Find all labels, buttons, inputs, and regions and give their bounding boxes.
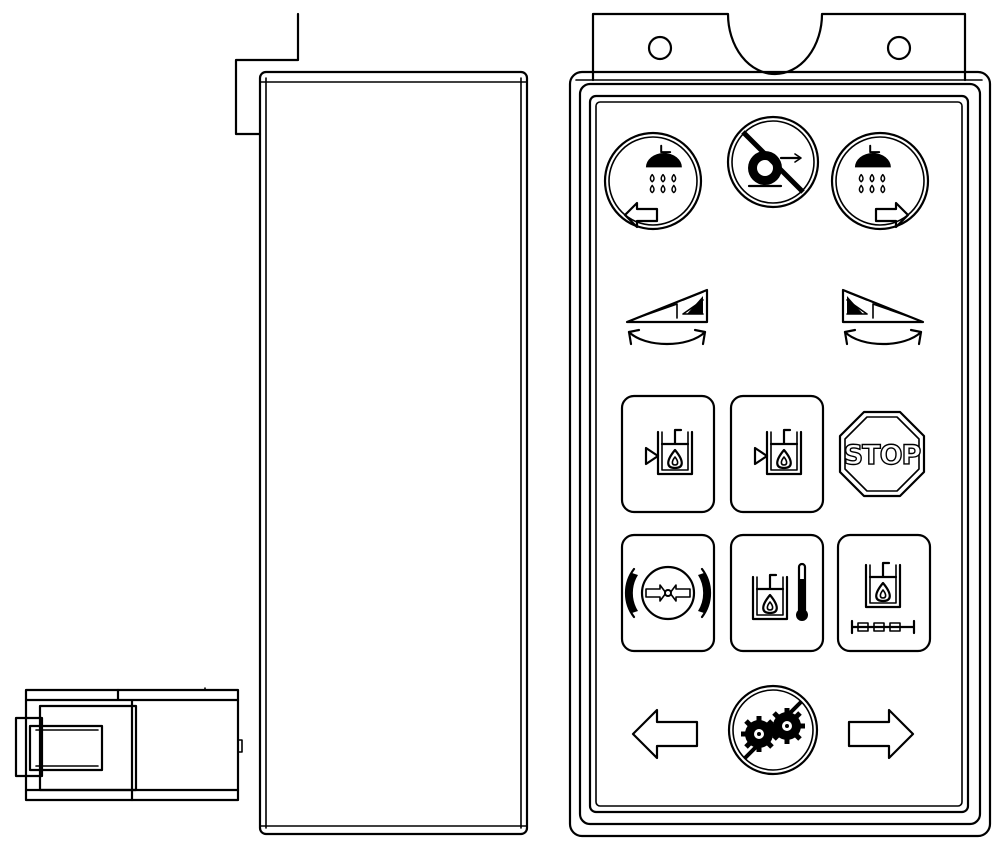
tank-valve-left-button[interactable]	[620, 394, 716, 514]
move-left-button[interactable]	[631, 708, 699, 760]
tank-valve-left-icon	[644, 428, 694, 476]
arrow-right-small-icon	[874, 201, 910, 229]
tank-level-button[interactable]	[836, 533, 932, 653]
stop-button[interactable]: STOP	[838, 410, 926, 498]
pressure-balance-button[interactable]	[620, 533, 716, 653]
pump-off-button[interactable]	[726, 115, 820, 209]
boom-tilt-left-icon	[625, 288, 709, 346]
gear-drive-off-button[interactable]	[727, 684, 819, 776]
arrow-right-icon	[847, 708, 915, 760]
tank-valve-right-icon	[753, 428, 803, 476]
move-right-button[interactable]	[847, 708, 915, 760]
spray-right-icon	[853, 144, 892, 194]
tank-temperature-button[interactable]	[729, 533, 825, 653]
gear-drive-off-icon	[741, 700, 805, 760]
stop-label: STOP	[844, 440, 921, 471]
spray-right-button[interactable]	[830, 131, 930, 231]
tank-level-icon	[850, 561, 916, 635]
boom-tilt-left-button[interactable]	[625, 288, 709, 346]
boom-tilt-right-icon	[841, 288, 925, 346]
tank-valve-right-button[interactable]	[729, 394, 825, 514]
pressure-balance-icon	[624, 565, 712, 621]
spray-left-icon	[644, 144, 683, 194]
boom-tilt-right-button[interactable]	[841, 288, 925, 346]
housing-side-view	[234, 12, 529, 836]
connector-plug	[14, 687, 243, 802]
remote-control	[568, 12, 992, 838]
arrow-left-icon	[631, 708, 699, 760]
spray-left-button[interactable]	[603, 131, 703, 231]
arrow-left-small-icon	[623, 201, 659, 229]
tank-temperature-icon	[751, 562, 808, 621]
pump-off-icon	[741, 130, 805, 194]
